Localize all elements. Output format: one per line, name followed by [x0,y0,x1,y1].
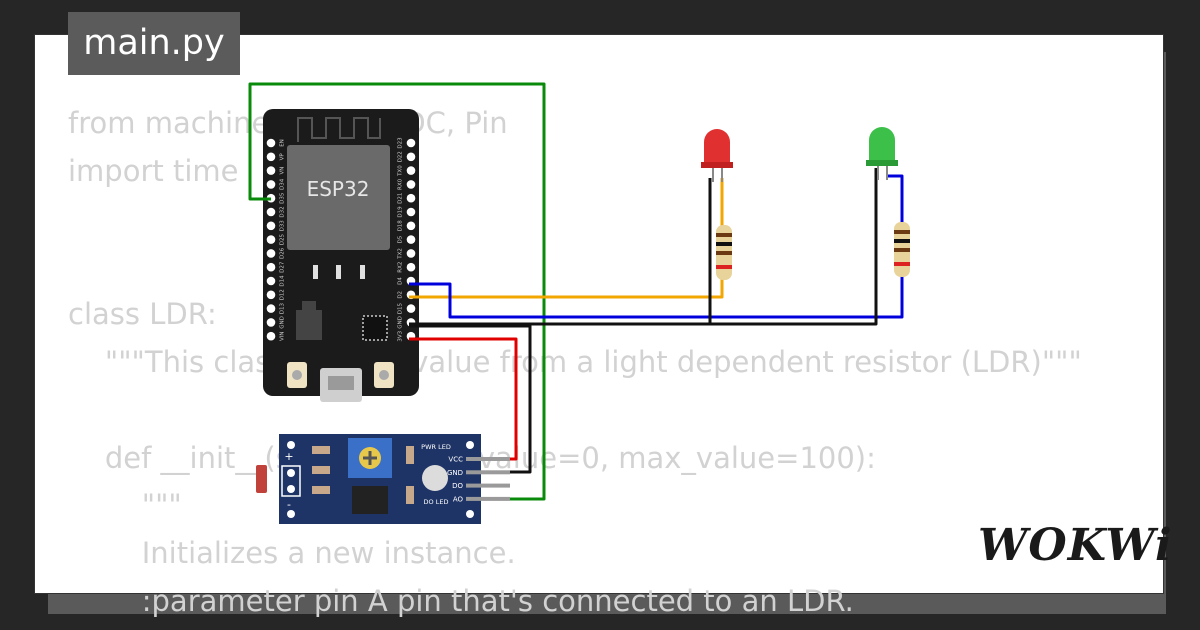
right-pin-label: D23 [398,137,404,149]
pwr-led-label: PWR LED [421,443,451,451]
left-pin-hole[interactable] [266,262,276,272]
do-led-label: DO LED [424,498,449,506]
left-pin-label: D32 [280,206,286,217]
right-pin-label: D15 [398,302,404,314]
right-pin-label: D4 [398,277,404,285]
wire-ao [248,82,546,501]
right-pin-label: D18 [398,220,404,232]
left-pin-hole[interactable] [266,318,276,327]
module-pin[interactable] [466,457,510,461]
left-pin-hole[interactable] [266,276,276,286]
usb-chip [362,315,388,341]
right-pin-hole[interactable] [406,180,416,189]
right-pin-hole[interactable] [406,262,416,272]
wokwi-logo: WOKWi [978,520,1173,571]
module-pin[interactable] [466,496,510,501]
preview-card [34,34,1164,594]
right-pin-hole[interactable] [406,138,416,148]
left-pin-label: EN [280,139,286,147]
code-line: Initializes a new instance. [68,536,516,571]
esp32-label: ESP32 [307,177,370,201]
left-pin-hole[interactable] [266,152,276,162]
right-pin-label: RX0 [398,178,404,190]
module-pin[interactable] [466,470,510,475]
indicator-led [422,465,448,491]
plus-sign: + [284,450,293,463]
right-pin-label: D22 [398,151,404,162]
left-pin-label: D13 [280,302,286,314]
right-pin-label: D21 [398,193,404,204]
right-pin-label: D5 [398,235,404,243]
ldr-sensor [256,465,267,493]
right-pin-hole[interactable] [406,249,416,258]
right-pin-label: GND [398,316,404,329]
filename-tab[interactable]: main.py [68,12,240,75]
right-pin-hole[interactable] [406,304,416,313]
left-pin-label: GND [280,316,286,329]
left-pin-hole[interactable] [266,331,276,341]
module-pin[interactable] [466,483,510,488]
wires [248,82,904,501]
left-pin-hole[interactable] [266,249,276,258]
right-pin-label: TX2 [398,248,404,260]
module-pin-label: VCC [448,456,463,464]
module-pin-label: AO [453,495,464,503]
right-pin-label: TX0 [398,165,404,177]
led-green[interactable] [866,127,898,180]
code-line: :parameter pin A pin that's connected to… [68,583,854,618]
led-red[interactable] [701,129,733,182]
antenna-icon [297,117,381,142]
wire-gnd-led2 [409,168,878,326]
left-pin-label: D35 [280,192,286,204]
wire-green-led [409,174,904,319]
module-pin-label: DO [452,482,463,490]
left-pin-label: D27 [280,261,286,273]
right-pin-hole[interactable] [406,221,416,231]
left-pin-label: VN [280,167,286,175]
esp32-board[interactable]: ESP32 ENVPVND34D35D32D33D25D26D27D14D12D… [263,109,419,402]
ldr-module[interactable]: + - PWR LED DO LED VCC GND DO AO [256,434,510,524]
left-pin-hole[interactable] [266,166,276,175]
left-pin-hole[interactable] [266,138,276,148]
left-pin-label: VIN [280,331,286,341]
right-pin-label: 3V3 [398,330,404,341]
esp32-module [287,145,390,250]
right-pin-hole[interactable] [406,207,416,217]
left-pin-label: D12 [280,289,286,300]
right-pin-hole[interactable] [406,166,416,175]
left-pin-label: D26 [280,247,286,259]
code-line: class LDR: [68,297,217,332]
left-pin-label: D14 [280,275,286,287]
module-pin-label: GND [447,469,463,477]
right-pin-label: D19 [398,206,404,218]
left-pin-label: D34 [280,178,286,190]
wire-red-led [409,178,724,299]
left-pin-hole[interactable] [266,304,276,313]
left-pin-hole[interactable] [266,290,276,300]
right-pin-hole[interactable] [406,193,416,203]
code-line: """ [68,488,182,523]
left-pin-hole[interactable] [266,207,276,217]
left-pin-label: D25 [280,233,286,245]
left-pin-hole[interactable] [266,221,276,231]
comparator-chip [352,486,388,514]
right-pin-hole[interactable] [406,235,416,244]
left-pin-label: D33 [280,220,286,232]
right-pin-label: D2 [398,291,404,299]
right-pin-label: RX2 [398,262,404,273]
wire-gnd-leds [409,178,712,326]
left-pin-hole[interactable] [266,180,276,189]
left-pin-label: VP [280,153,286,161]
resistor-red-led[interactable] [716,225,732,280]
voltage-regulator [296,310,322,340]
minus-sign: - [287,498,291,511]
right-pin-hole[interactable] [406,152,416,162]
left-pin-hole[interactable] [266,235,276,244]
resistor-green-led[interactable] [894,222,910,277]
code-line: import time [68,153,239,188]
